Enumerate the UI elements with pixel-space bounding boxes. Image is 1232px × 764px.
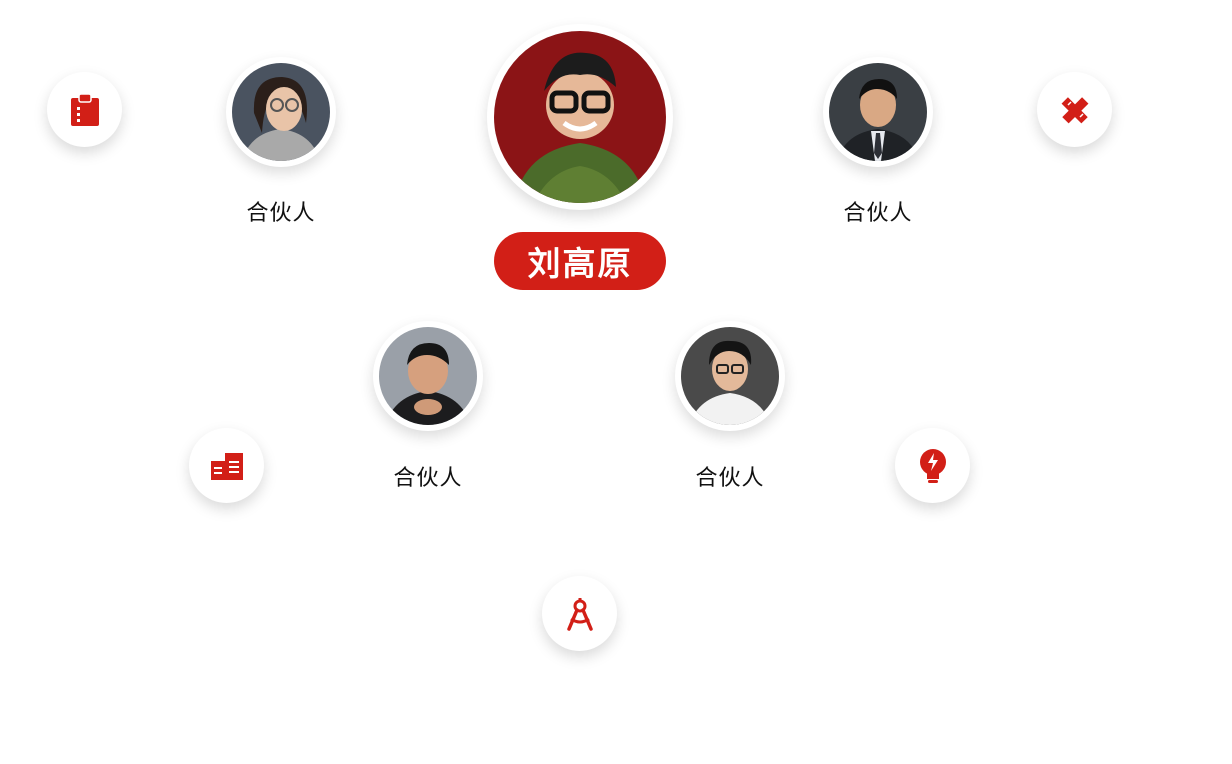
partner-avatar-3[interactable] <box>373 321 483 431</box>
partner-label-3: 合伙人 <box>393 466 463 491</box>
partner-label-2: 合伙人 <box>843 201 913 226</box>
document-stack-bubble[interactable] <box>189 428 264 503</box>
clipboard-icon <box>70 92 99 126</box>
partner-portrait-2 <box>829 63 927 161</box>
partner-label-4: 合伙人 <box>695 466 765 491</box>
partner-avatar-1[interactable] <box>226 57 336 167</box>
partner-avatar-2[interactable] <box>823 57 933 167</box>
center-portrait <box>494 31 666 203</box>
partner-portrait-3 <box>379 327 477 425</box>
clipboard-bubble[interactable] <box>47 72 122 147</box>
partner-avatar-4[interactable] <box>675 321 785 431</box>
partner-portrait-1 <box>232 63 330 161</box>
center-avatar[interactable] <box>487 24 673 210</box>
lightbulb-bubble[interactable] <box>895 428 970 503</box>
drafting-compass-icon <box>566 597 593 631</box>
compass-bubble[interactable] <box>542 576 617 651</box>
partner-portrait-4 <box>681 327 779 425</box>
lightbulb-bolt-icon <box>919 448 946 483</box>
center-name-badge: 刘高原 <box>494 232 666 290</box>
pencil-ruler-bubble[interactable] <box>1037 72 1112 147</box>
pencil-ruler-icon <box>1061 96 1088 123</box>
document-stack-icon <box>210 452 243 480</box>
partner-label-1: 合伙人 <box>246 201 316 226</box>
